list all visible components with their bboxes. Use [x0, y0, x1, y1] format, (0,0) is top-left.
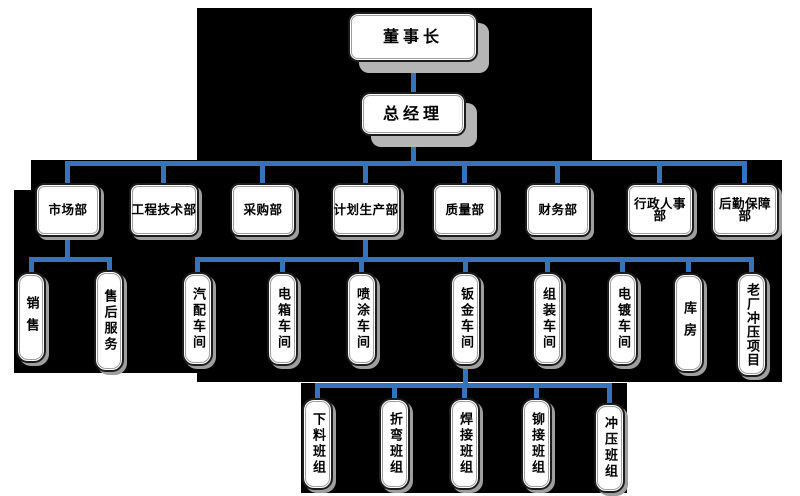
node-spray-coating-workshop: 喷涂车间: [346, 272, 377, 366]
connector-drop-electroplating: [620, 257, 625, 272]
connector-gm-down: [411, 135, 416, 163]
connector-drop-sales: [29, 257, 34, 272]
connector-drop-purchasing: [260, 161, 265, 184]
connector-drop-old-factory: [749, 257, 754, 272]
connector-drop-quality: [462, 161, 467, 184]
connector-drop-assembly: [545, 257, 550, 272]
connector-level2-bus: [65, 161, 747, 166]
node-quality-dept: 质量部: [432, 183, 498, 237]
node-purchasing-dept: 采购部: [230, 183, 296, 237]
connector-drop-electric-box: [280, 257, 285, 272]
connector-sheet-metal-stem: [463, 366, 468, 388]
node-old-factory-stamping-project: 老厂冲压项目: [736, 272, 767, 377]
connector-drop-after-sales: [107, 257, 112, 270]
connector-drop-sheet-metal: [463, 257, 468, 272]
connector-marketing-stem: [65, 237, 70, 262]
node-engineering-tech-dept: 工程技术部: [129, 183, 199, 237]
connector-drop-bending-team: [392, 383, 397, 398]
node-electric-box-workshop: 电箱车间: [267, 272, 298, 366]
connector-marketing-bus: [29, 257, 112, 262]
connector-drop-auto-parts: [195, 257, 200, 272]
node-stamping-team: 冲压班组: [594, 403, 625, 493]
connector-drop-welding-team: [462, 383, 467, 398]
connector-chairman-gm: [411, 63, 416, 94]
node-sales: 销售: [16, 272, 46, 363]
connector-drop-warehouse: [686, 257, 691, 272]
node-welding-team: 焊接班组: [449, 398, 480, 490]
connector-drop-logistics: [742, 161, 747, 184]
connector-drop-riveting-team: [534, 383, 539, 398]
connector-drop-finance: [555, 161, 560, 184]
node-chairman: 董事长: [348, 12, 478, 62]
connector-drop-cutting-team: [315, 383, 320, 398]
node-assembly-workshop: 组装车间: [532, 272, 563, 366]
node-electroplating-workshop: 电镀车间: [607, 272, 638, 366]
node-planning-production-dept: 计划生产部: [331, 183, 401, 237]
node-after-sales-service: 售后服务: [94, 270, 124, 372]
node-bending-team: 折弯班组: [379, 398, 410, 490]
connector-drop-marketing: [65, 161, 70, 184]
node-auto-parts-workshop: 汽配车间: [182, 272, 213, 366]
node-warehouse: 库房: [673, 273, 704, 373]
connector-drop-admin-hr: [657, 161, 662, 184]
connector-drop-engineering: [161, 161, 166, 184]
node-marketing-dept: 市场部: [35, 183, 101, 237]
node-sheet-metal-workshop: 钣金车间: [450, 272, 481, 366]
node-finance-dept: 财务部: [525, 183, 591, 237]
connector-drop-spray-coating: [359, 257, 364, 272]
node-admin-hr-dept: 行政人事部: [626, 183, 694, 237]
node-logistics-support-dept: 后勤保障部: [711, 183, 779, 237]
node-cutting-team: 下料班组: [302, 398, 333, 490]
connector-planning-stem: [363, 237, 368, 262]
connector-drop-planning: [363, 161, 368, 184]
node-riveting-team: 铆接班组: [521, 398, 552, 490]
connector-workshops-bus: [195, 257, 754, 262]
node-general-manager: 总经理: [360, 92, 466, 136]
connector-drop-stamping-team: [607, 383, 612, 404]
